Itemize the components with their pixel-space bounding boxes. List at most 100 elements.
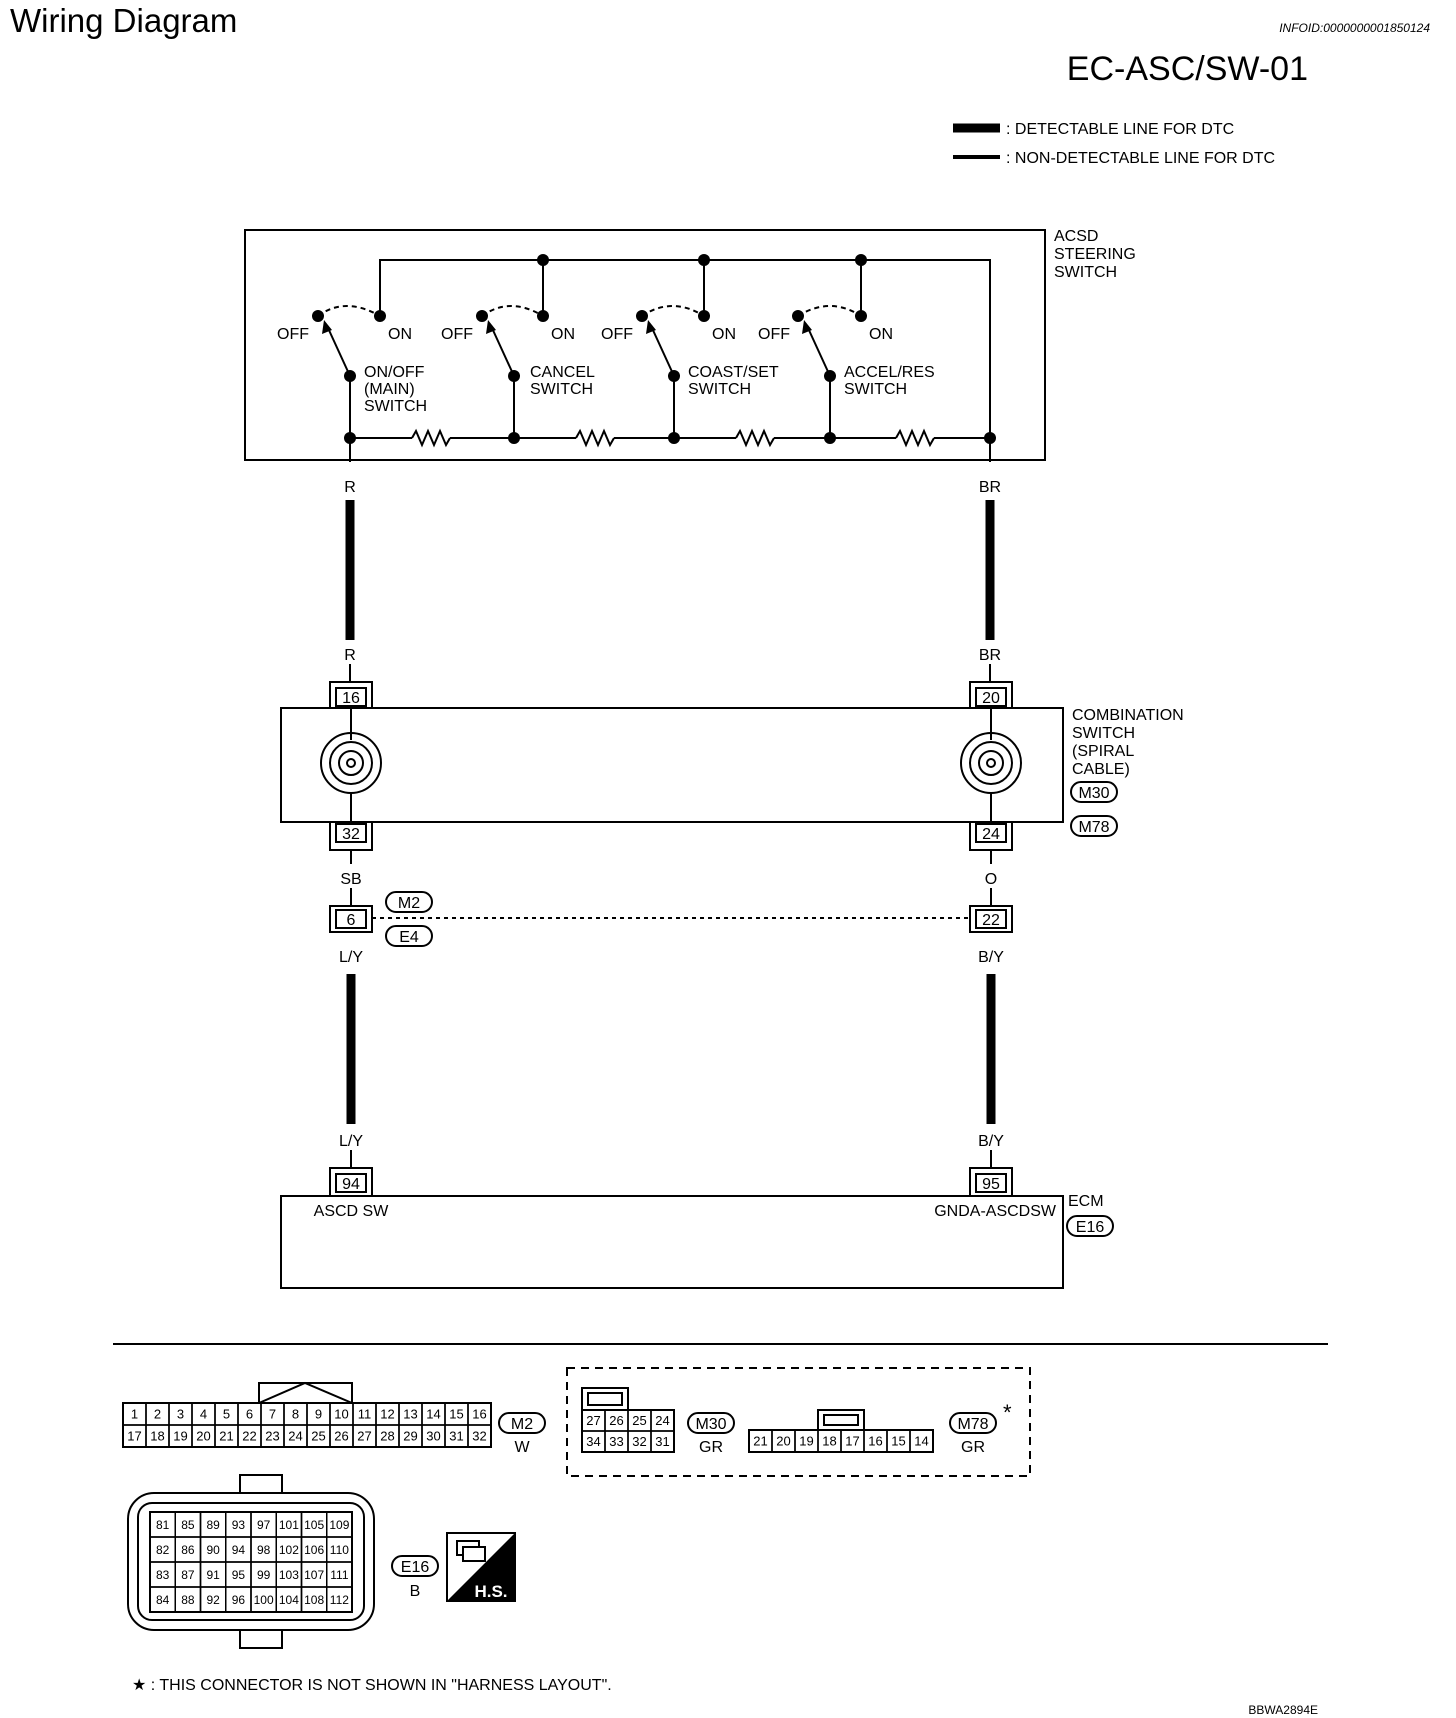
connector-view-m2-color: W [514, 1439, 530, 1456]
m2-pin-label: 7 [269, 1407, 276, 1422]
combination-switch: 16 20 32 24 COMBINATION [280, 681, 1184, 851]
wire-label-r-top: R [344, 479, 356, 496]
m2-pin-cell [467, 1424, 492, 1448]
switch-coast-off: OFF [601, 326, 633, 343]
switch-coast-name-2: SWITCH [688, 381, 751, 398]
m2-pin-label: 29 [403, 1429, 417, 1444]
m2-pin-label: 17 [127, 1429, 141, 1444]
switch-main-name-1: ON/OFF [364, 364, 425, 381]
pin-20: 20 [982, 690, 1000, 707]
e16-pin-label: 104 [279, 1593, 299, 1607]
e16-pin-label: 107 [304, 1568, 324, 1582]
m78-pin-label: 18 [822, 1434, 836, 1449]
hs-label: H.S. [474, 1582, 507, 1601]
e16-pin-label: 105 [304, 1518, 324, 1532]
switch-accel-on: ON [869, 326, 893, 343]
ecm-left-label: ASCD SW [314, 1203, 390, 1220]
m78-pin-label: 19 [799, 1434, 813, 1449]
steering-switch-box [244, 229, 1046, 461]
legend: : DETECTABLE LINE FOR DTC : NON-DETECTAB… [953, 121, 1275, 167]
e16-pin-label: 97 [257, 1518, 271, 1532]
e16-pin-label: 90 [206, 1543, 220, 1557]
m2-pin-label: 6 [246, 1407, 253, 1422]
e16-pin-label: 82 [156, 1543, 170, 1557]
m2-pin-label: 12 [380, 1407, 394, 1422]
m2-pin-label: 23 [265, 1429, 279, 1444]
pin-22: 22 [982, 912, 1000, 929]
m2-pin-label: 11 [358, 1407, 372, 1422]
wire-label-br-top: BR [979, 479, 1001, 496]
m2-pin-label: 1 [131, 1407, 138, 1422]
wire-label-sb: SB [340, 871, 361, 888]
e16-pin-label: 106 [304, 1543, 324, 1557]
m30-pin-label: 34 [586, 1434, 600, 1449]
joint-connector: 6 22 M2 E4 [329, 891, 1013, 947]
e16-pin-label: 85 [181, 1518, 195, 1532]
e16-pin-label: 94 [232, 1543, 246, 1557]
steering-switch-title-2: STEERING [1054, 246, 1136, 263]
m30-pin-label: 26 [609, 1413, 623, 1428]
switch-accel-off: OFF [758, 326, 790, 343]
m2-pin-label: 24 [288, 1429, 302, 1444]
pin-6: 6 [347, 912, 356, 929]
connector-view-m78-id: M78 [957, 1416, 988, 1433]
pin-24: 24 [982, 826, 1000, 843]
e16-pin-label: 95 [232, 1568, 246, 1582]
connector-view-e16-color: B [410, 1583, 421, 1600]
connector-view-m30-id: M30 [695, 1416, 726, 1433]
info-id: INFOID:0000000001850124 [1279, 21, 1430, 35]
spiral-cable-left-icon [320, 708, 382, 822]
harness-side-icon: H.S. [446, 1532, 516, 1602]
m2-pin-label: 26 [334, 1429, 348, 1444]
wire-label-br-bottom: BR [979, 647, 1001, 664]
switch-accel-res: OFF ON ACCEL/RES SWITCH [758, 260, 935, 444]
pin-94: 94 [342, 1176, 360, 1193]
m2-pin-label: 13 [403, 1407, 417, 1422]
m2-pin-label: 22 [242, 1429, 256, 1444]
e16-pin-label: 108 [304, 1593, 324, 1607]
e16-pin-label: 96 [232, 1593, 246, 1607]
connector-view-m30-color: GR [699, 1439, 723, 1456]
m2-pin-label: 19 [173, 1429, 187, 1444]
ecm-box [280, 1195, 1064, 1289]
m2-pin-label: 3 [177, 1407, 184, 1422]
switch-accel-name-1: ACCEL/RES [844, 364, 935, 381]
m2-pin-label: 8 [292, 1407, 299, 1422]
m78-pin-label: 14 [914, 1434, 928, 1449]
e16-pin-label: 102 [279, 1543, 299, 1557]
m78-pin-cell [909, 1429, 934, 1453]
combination-switch-box [280, 707, 1064, 823]
m78-pin-label: 20 [776, 1434, 790, 1449]
e16-pin-label: 112 [330, 1593, 349, 1607]
m2-pin-label: 4 [200, 1407, 207, 1422]
e16-pin-cell [326, 1586, 353, 1613]
wire-label-ly-bottom: L/Y [339, 1133, 363, 1150]
switch-main-on: ON [388, 326, 412, 343]
connector-badge-e4: E4 [399, 929, 419, 946]
m30-pin-label: 27 [586, 1413, 600, 1428]
e16-pin-label: 91 [206, 1568, 220, 1582]
connector-view-m78-color: GR [961, 1439, 985, 1456]
e16-pin-label: 110 [330, 1543, 349, 1557]
m2-pin-label: 15 [449, 1407, 463, 1422]
e16-pin-label: 109 [329, 1518, 349, 1532]
connector-badge-m2: M2 [398, 895, 420, 912]
combination-switch-title-4: CABLE) [1072, 761, 1130, 778]
legend-detectable: : DETECTABLE LINE FOR DTC [1006, 121, 1234, 138]
e16-pin-label: 103 [279, 1568, 299, 1582]
page-title: Wiring Diagram [10, 2, 237, 39]
connector-view-e16-id: E16 [401, 1559, 430, 1576]
e16-pin-label: 86 [181, 1543, 195, 1557]
footnote: ★ : THIS CONNECTOR IS NOT SHOWN IN "HARN… [132, 1677, 612, 1694]
wire-label-r-bottom: R [344, 647, 356, 664]
connector-badge-m78: M78 [1078, 819, 1109, 836]
m2-pin-label: 21 [219, 1429, 233, 1444]
combination-switch-title-1: COMBINATION [1072, 707, 1184, 724]
e16-pin-label: 81 [156, 1518, 170, 1532]
e16-pin-label: 101 [279, 1518, 299, 1532]
e16-pin-label: 100 [254, 1593, 274, 1607]
